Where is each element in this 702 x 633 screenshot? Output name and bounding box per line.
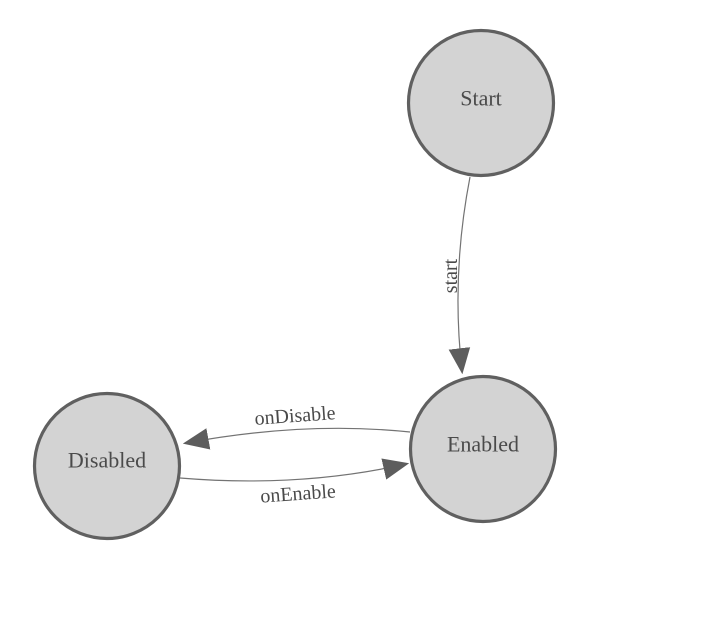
state-node-start: Start [406,28,556,178]
state-label-disabled: Disabled [68,448,146,473]
edge-label-start: start [440,258,462,293]
state-circle-enabled [408,374,558,524]
state-label-start: Start [460,86,502,111]
state-node-enabled: Enabled [408,374,558,524]
edge-line-start-to-enabled [448,176,471,375]
edge-label-ondisable: onDisable [254,402,337,430]
edge-label-onenable: onEnable [260,480,337,507]
edge-disabled-to-enabled: onEnable [179,458,410,508]
edge-line-disabled-to-enabled [179,458,410,482]
state-circle-disabled [32,391,182,541]
state-node-disabled: Disabled [32,391,182,541]
edge-enabled-to-disabled: onDisable [182,402,411,450]
edge-start-to-enabled: start [440,176,471,375]
state-label-enabled: Enabled [447,432,519,457]
edge-line-enabled-to-disabled [182,427,411,450]
state-circle-start [406,28,556,178]
